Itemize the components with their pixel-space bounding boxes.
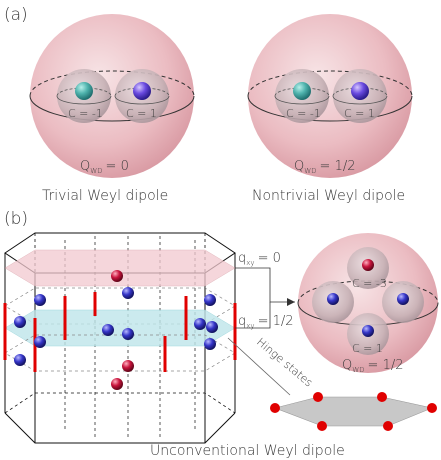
caption-trivial: Trivial Weyl dipole — [42, 188, 168, 204]
weyl-point-red — [111, 270, 123, 282]
inner-sphere-right — [332, 69, 388, 123]
weyl-point-blue — [327, 293, 339, 305]
inner-sphere-left — [274, 69, 330, 123]
weyl-point-blue — [194, 318, 206, 330]
q-wd-label: QWD= 0 — [80, 159, 129, 175]
qxy-top-label: qxy= 0 — [238, 251, 281, 267]
nontrivial-dipole-sphere: C = -1 C = 1 QWD= 1/2 — [247, 14, 413, 178]
weyl-point-blue — [122, 328, 134, 340]
panel-b-label: (b) — [4, 209, 28, 229]
charge-label-bottom: C = 1 — [352, 342, 383, 355]
inner-sphere-top — [347, 247, 389, 289]
weyl-point-red — [122, 360, 134, 372]
inner-sphere-right — [114, 69, 170, 123]
hinge-leader-line — [227, 337, 291, 396]
weyl-point-blue — [122, 287, 134, 299]
charge-label-top: C = -3 — [352, 277, 387, 290]
weyl-point-red — [362, 259, 374, 271]
leader-line — [235, 267, 295, 303]
weyl-point-purple — [351, 82, 369, 100]
weyl-point-blue — [14, 354, 26, 366]
caption-nontrivial: Nontrivial Weyl dipole — [252, 188, 405, 204]
weyl-point-blue — [34, 336, 46, 348]
hinge-states-hexagon — [270, 392, 437, 431]
charge-label-right: C = 1 — [126, 107, 157, 120]
weyl-point-red — [111, 378, 123, 390]
charge-label-right: C = 1 — [344, 107, 375, 120]
inner-sphere-left — [312, 281, 354, 323]
weyl-points-prism — [14, 270, 218, 390]
inner-sphere-left — [56, 69, 112, 123]
qxy-mid-label: qxy= 1/2 — [238, 314, 294, 330]
hinge-states-label: Hinge states — [254, 335, 315, 389]
weyl-point-blue — [397, 293, 409, 305]
trivial-dipole-sphere: C = -1 C = 1 QWD= 0 — [29, 14, 195, 178]
charge-label-left: C = -1 — [68, 107, 103, 120]
weyl-point-blue — [102, 324, 114, 336]
unconventional-dipole-sphere: C = -3 C = 1 QWD= 1/2 — [297, 233, 439, 374]
weyl-point-blue — [14, 316, 26, 328]
arrow-head — [287, 298, 295, 306]
weyl-point-blue — [206, 321, 218, 333]
weyl-point-blue — [204, 338, 216, 350]
weyl-point-purple — [133, 82, 151, 100]
weyl-point-blue — [204, 294, 216, 306]
q-wd-label: QWD= 1/2 — [342, 358, 404, 374]
panel-a-label: (a) — [4, 5, 28, 25]
weyl-point-teal — [75, 82, 93, 100]
leader-line — [235, 302, 271, 329]
charge-label-left: C = -1 — [286, 107, 321, 120]
weyl-point-blue — [34, 294, 46, 306]
q-wd-label: QWD= 1/2 — [294, 159, 356, 175]
inner-sphere-bottom — [347, 313, 389, 355]
inner-sphere-right — [382, 281, 424, 323]
weyl-point-blue — [362, 325, 374, 337]
caption-unconventional: Unconventional Weyl dipole — [150, 443, 345, 459]
weyl-point-teal — [293, 82, 311, 100]
